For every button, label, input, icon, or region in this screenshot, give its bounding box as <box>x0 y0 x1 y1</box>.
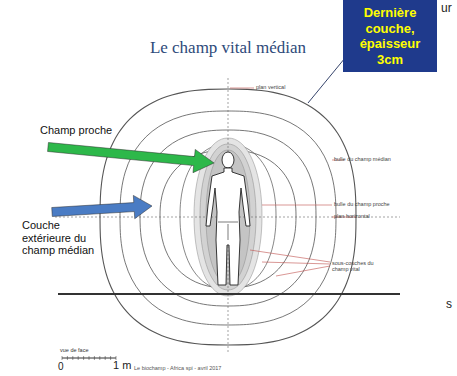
scale-tick <box>94 356 95 360</box>
scale-tick <box>110 356 111 360</box>
leader-line <box>276 266 330 276</box>
scale-number: 0 <box>58 361 64 373</box>
body <box>206 168 250 285</box>
plane-label: plan horizontal <box>334 213 370 219</box>
watermark: Le biochamp - Africa spi - avril 2017 <box>134 365 221 371</box>
human-figure <box>206 152 250 285</box>
callout-box: Dernière couche, épaisseur 3cm <box>343 0 437 72</box>
view-label: vue de face <box>60 347 88 353</box>
leader-line <box>262 262 330 264</box>
scale-tick <box>83 356 84 360</box>
cropped-text: ur <box>441 2 452 16</box>
body-detail <box>218 222 238 240</box>
scale-tick <box>89 356 90 360</box>
plane-label: plan vertical <box>256 84 285 90</box>
leader-line <box>250 250 330 262</box>
region-label: Couche extérieure du champ médian <box>22 219 104 257</box>
scale-tick <box>62 356 63 360</box>
scale-tick <box>99 356 100 360</box>
head <box>222 152 234 168</box>
part-label: bulle du champ médian <box>334 156 391 162</box>
scale-tick <box>67 356 68 360</box>
diagram-title: Le champ vital médian <box>118 38 338 58</box>
ground-line <box>58 293 400 295</box>
scale-number: 1 m <box>113 359 131 372</box>
scale-tick <box>105 356 106 360</box>
leader-line <box>230 88 254 89</box>
leader-line <box>262 205 332 206</box>
green-arrow <box>48 143 214 173</box>
cropped-text: s <box>446 298 452 312</box>
callout-leader <box>308 58 345 103</box>
scale-tick <box>72 356 73 360</box>
region-label: Champ proche <box>40 124 112 137</box>
part-label: sous-couches du champ vital <box>332 260 376 273</box>
part-label: bulle du champ proche <box>334 201 390 207</box>
callout-text: Dernière couche, épaisseur 3cm <box>347 5 433 67</box>
blue-arrow <box>52 195 152 218</box>
scale-tick <box>78 356 79 360</box>
near-field-layer <box>200 144 256 290</box>
